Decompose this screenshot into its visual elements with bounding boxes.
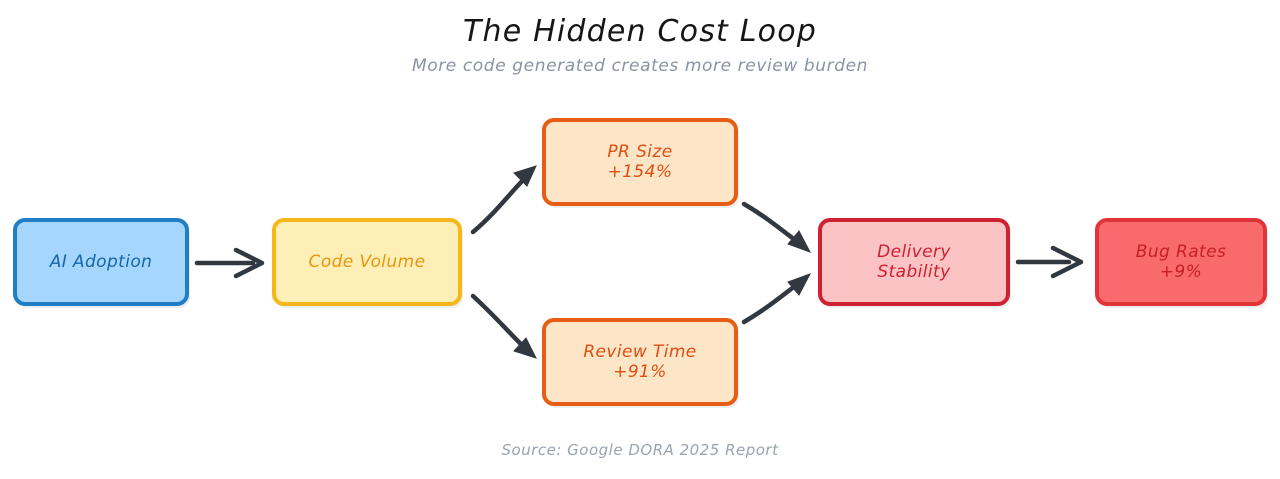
page-title: The Hidden Cost Loop [462, 14, 817, 49]
edge-pr-size-to-delivery-stability [741, 201, 812, 253]
edge-code-volume-to-review-time [470, 293, 537, 359]
node-bug-rates-label: Bug Rates [1135, 241, 1227, 262]
node-ai-adoption[interactable]: AI Adoption [13, 218, 189, 306]
node-bug-rates[interactable]: Bug Rates +9% [1095, 218, 1267, 306]
node-code-volume-label: Code Volume [308, 251, 426, 272]
node-pr-size-label: PR Size [607, 141, 673, 162]
source-caption: Source: Google DORA 2025 Report [501, 441, 779, 459]
node-delivery-stability-label: Delivery [877, 241, 951, 262]
edge-ai-adoption-to-code-volume [194, 247, 265, 279]
node-review-time[interactable]: Review Time +91% [542, 318, 738, 406]
edge-code-volume-to-pr-size [470, 165, 537, 235]
page-subtitle: More code generated creates more review … [411, 56, 869, 76]
edge-delivery-stability-to-bug-rates [1015, 245, 1084, 279]
node-review-time-label: Review Time [583, 341, 697, 362]
node-pr-size-value: +154% [607, 162, 673, 182]
node-pr-size[interactable]: PR Size +154% [542, 118, 738, 206]
edge-review-time-to-delivery-stability [741, 273, 812, 325]
node-review-time-value: +91% [613, 362, 667, 382]
node-code-volume[interactable]: Code Volume [272, 218, 462, 306]
node-delivery-stability[interactable]: Delivery Stability [818, 218, 1010, 306]
node-bug-rates-value: +9% [1159, 262, 1203, 282]
node-delivery-stability-label-line2: Stability [877, 262, 951, 282]
node-ai-adoption-label: AI Adoption [49, 251, 153, 272]
